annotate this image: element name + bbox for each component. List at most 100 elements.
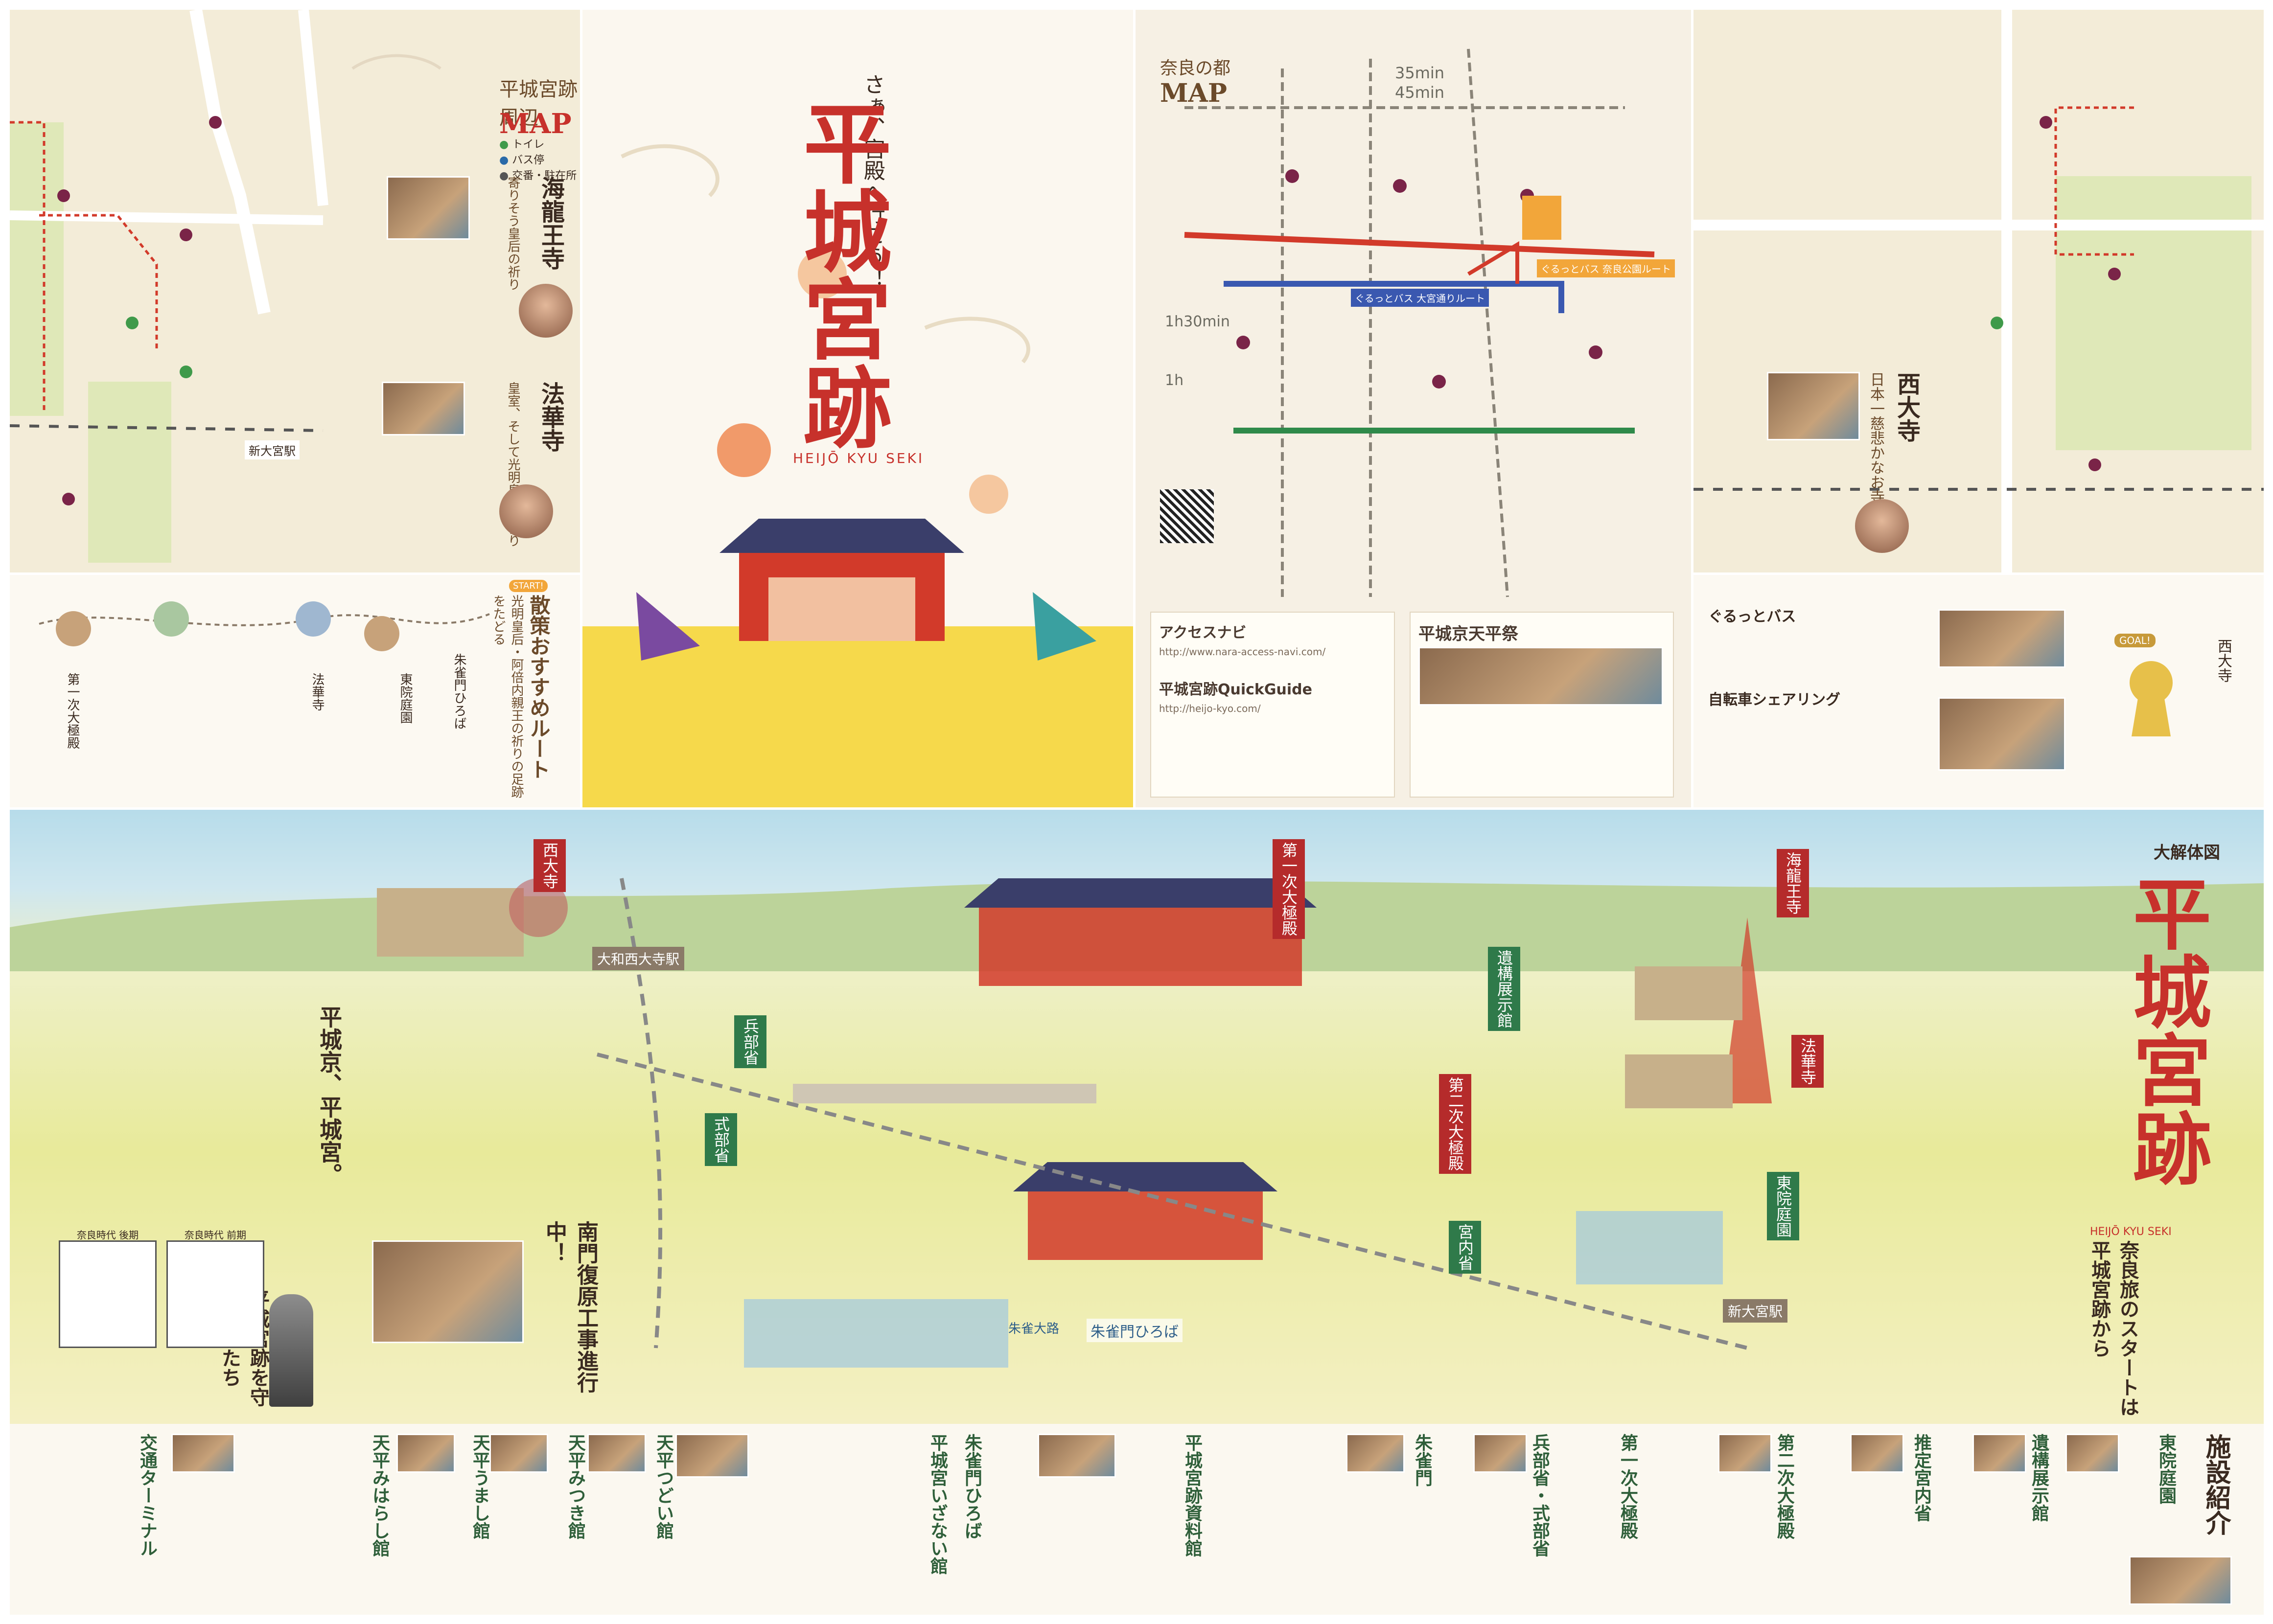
facilities-panel: 施設紹介 交通ターミナル 天平みはらし館 天平うまし館 天平みつき館 天平つどい… bbox=[10, 1424, 2264, 1615]
route-spot-3: 朱雀門ひろば bbox=[452, 653, 466, 730]
label-shikibusho: 式部省 bbox=[705, 1113, 737, 1166]
time-35: 35min bbox=[1395, 64, 1445, 82]
big-map-subtitle: 大解体図 bbox=[2154, 843, 2220, 863]
map-title: 平城宮跡周辺 bbox=[499, 78, 578, 129]
facility-2: 天平みはらし館 bbox=[370, 1434, 390, 1557]
facility-photo-14 bbox=[1972, 1434, 2026, 1473]
period-label-early: 奈良時代 前期 bbox=[184, 1229, 247, 1241]
facility-photo-15 bbox=[2065, 1434, 2119, 1473]
access-url[interactable]: http://www.nara-access-navi.com/ bbox=[1159, 646, 1326, 658]
label-daigokuden-2: 第二次大極殿 bbox=[1439, 1074, 1471, 1174]
period-plan-early: 奈良時代 前期 bbox=[166, 1229, 264, 1348]
top-right-panel: 西大寺 日本一慈悲かなお寺 bbox=[1693, 10, 2264, 572]
big-map-romaji: HEIJŌ KYU SEKI bbox=[2090, 1226, 2172, 1238]
time-1h: 1h bbox=[1165, 372, 1184, 389]
temple-name-2: 法華寺 bbox=[537, 382, 564, 452]
route-spot-4: 東院庭園 bbox=[398, 673, 413, 724]
facility-photo-8 bbox=[1038, 1434, 1116, 1478]
goal-badge: GOAL! bbox=[2114, 634, 2156, 647]
facility-photo-9 bbox=[1346, 1434, 1405, 1473]
bike-title: 自転車シェアリング bbox=[1708, 691, 1840, 709]
qr-code bbox=[1160, 489, 1214, 543]
facility-10: 兵部省・式部省 bbox=[1530, 1434, 1550, 1557]
temple-name-1: 海龍王寺 bbox=[537, 176, 564, 270]
facility-9: 朱雀門 bbox=[1412, 1434, 1433, 1487]
event-title: 平城京天平祭 bbox=[1418, 624, 1518, 644]
route-subtitle: 光明皇后・阿倍内親王の祈りの足跡をたどる bbox=[491, 595, 524, 798]
label-kairyuoji: 海龍王寺 bbox=[1777, 849, 1809, 917]
facility-15: 東院庭園 bbox=[2156, 1434, 2177, 1504]
priest-avatar-2 bbox=[499, 484, 553, 538]
event-card: 平城京天平祭 bbox=[1410, 612, 1674, 798]
label-saidaiji: 西大寺 bbox=[533, 839, 566, 892]
facility-11: 第一次大極殿 bbox=[1618, 1434, 1638, 1539]
saidaiji-sub: 日本一慈悲かなお寺 bbox=[1867, 372, 1884, 504]
label-suzaku-oji: 朱雀大路 bbox=[1008, 1322, 1060, 1336]
label-ikou: 遺構展示館 bbox=[1488, 947, 1520, 1031]
time-130: 1h30min bbox=[1165, 313, 1230, 330]
label-suzakumon-hiroba: 朱雀門ひろば bbox=[1087, 1319, 1183, 1342]
priest-avatar-1 bbox=[519, 284, 573, 338]
time-45: 45min bbox=[1395, 83, 1445, 102]
saidaiji-photo bbox=[1767, 372, 1860, 440]
nara-map-title: 奈良の都 bbox=[1160, 58, 1231, 78]
period-plan-late: 奈良時代 後期 bbox=[59, 1229, 157, 1348]
nanmon-photo bbox=[372, 1240, 524, 1343]
facility-12: 第二次大極殿 bbox=[1774, 1434, 1795, 1539]
cover-romaji: HEIJŌ KYU SEKI bbox=[793, 450, 925, 466]
temple-photo-2 bbox=[382, 382, 465, 435]
label-toin: 東院庭園 bbox=[1767, 1172, 1799, 1240]
nara-route-map bbox=[1184, 48, 1655, 597]
facility-7: 朱雀門ひろば bbox=[962, 1434, 982, 1539]
route-start: START! bbox=[509, 580, 548, 592]
facilities-heading: 施設紹介 bbox=[2201, 1434, 2231, 1535]
facility-8: 平城宮跡資料館 bbox=[1182, 1434, 1203, 1557]
cover-title: 平城宮跡 bbox=[788, 98, 891, 450]
station-label: 新大宮駅 bbox=[245, 440, 300, 459]
map-label: MAP bbox=[499, 108, 572, 140]
temple-photo-1 bbox=[387, 176, 470, 240]
bike-photo bbox=[1938, 697, 2065, 771]
route-spot-2: 法華寺 bbox=[310, 673, 325, 711]
period-label-late: 奈良時代 後期 bbox=[76, 1229, 139, 1241]
facility-photo-1 bbox=[171, 1434, 235, 1473]
facility-5: 天平つどい館 bbox=[653, 1434, 674, 1539]
bus-label-2: ぐるっとバス 奈良公園ルート bbox=[1537, 259, 1675, 277]
label-station-shinomiya: 新大宮駅 bbox=[1723, 1299, 1788, 1323]
facility-13: 推定宮内省 bbox=[1911, 1434, 1932, 1522]
quickguide-url[interactable]: http://heijo-kyo.com/ bbox=[1159, 703, 1261, 714]
facility-photo-2 bbox=[396, 1434, 455, 1473]
big-map-title: 平城宮跡 bbox=[2120, 873, 2212, 1187]
cover-panel: さぁ、宮殿へ行こう！ 平城宮跡 HEIJŌ KYU SEKI bbox=[582, 10, 1133, 807]
goal-place: 西大寺 bbox=[2215, 639, 2232, 683]
facility-6: 平城宮いざない館 bbox=[928, 1434, 948, 1575]
temple-text-1: 寄りそう皇后の祈り bbox=[506, 176, 520, 291]
priest-avatar-3 bbox=[1855, 499, 1909, 553]
facility-14: 遺構展示館 bbox=[2029, 1434, 2049, 1522]
route-title: 散策おすすめルート bbox=[527, 595, 551, 779]
nara-map-label: MAP bbox=[1160, 78, 1228, 108]
surrounding-map bbox=[10, 10, 580, 572]
big-map-panel: 大解体図 平城宮跡 HEIJŌ KYU SEKI 奈良旅のスタートは平城宮跡から… bbox=[10, 810, 2264, 1424]
quickguide-title: 平城宮跡QuickGuide bbox=[1159, 681, 1312, 698]
access-title: アクセスナビ bbox=[1159, 624, 1247, 641]
event-photo bbox=[1418, 647, 1663, 706]
saidaiji-map bbox=[1693, 10, 2264, 572]
top-left-map-panel: 平城宮跡周辺 MAP ● トイレ ● バス停 ● 交番・駐在所 海龍王寺 寄りそ… bbox=[10, 10, 580, 572]
facility-photo-4 bbox=[587, 1434, 646, 1473]
label-hyobusho: 兵部省 bbox=[734, 1015, 766, 1068]
facility-photo-5 bbox=[675, 1434, 749, 1478]
label-station-west: 大和西大寺駅 bbox=[592, 947, 685, 970]
facility-photo-10 bbox=[1473, 1434, 1527, 1473]
route-spot-1: 第一次大極殿 bbox=[65, 673, 80, 749]
facility-4: 天平みつき館 bbox=[565, 1434, 586, 1539]
bus-title: ぐるっとバス bbox=[1708, 608, 1796, 625]
saidaiji-name: 西大寺 bbox=[1893, 372, 1920, 442]
big-map-slogan: 奈良旅のスタートは平城宮跡から bbox=[2088, 1240, 2139, 1417]
facility-heading-photo bbox=[2129, 1556, 2232, 1605]
headline-nanmon: 南門復原工事進行中！ bbox=[542, 1221, 598, 1393]
bus-label-1: ぐるっとバス 大宮通りルート bbox=[1351, 289, 1489, 307]
label-kunaisho: 宮内省 bbox=[1449, 1221, 1481, 1274]
bus-photo bbox=[1938, 609, 2065, 668]
facility-photo-12 bbox=[1718, 1434, 1772, 1473]
